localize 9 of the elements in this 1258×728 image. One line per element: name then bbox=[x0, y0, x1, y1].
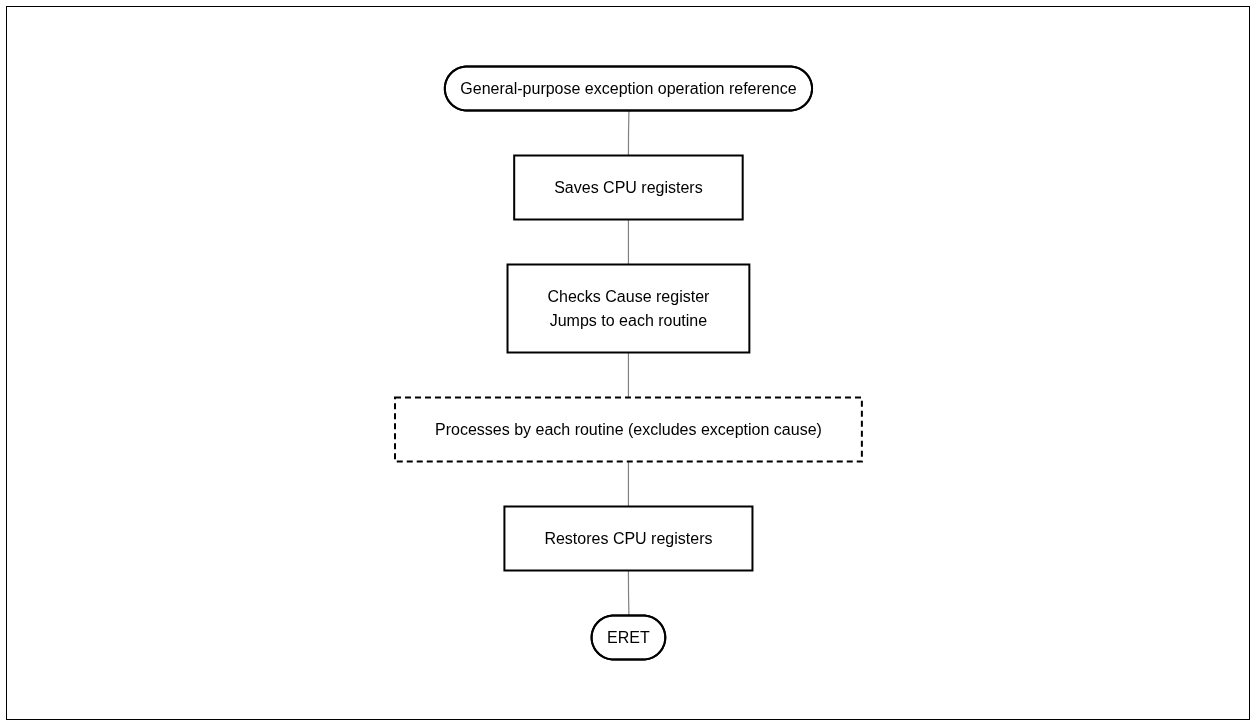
connector bbox=[627, 218, 629, 266]
connector bbox=[627, 351, 629, 399]
connector bbox=[627, 569, 630, 617]
node-box: Processes by each routine (excludes exception cause) bbox=[393, 396, 863, 463]
node-box: Checks Cause register Jumps to each routine bbox=[506, 263, 750, 354]
connector bbox=[627, 110, 630, 157]
connector bbox=[627, 460, 629, 508]
node-box: Saves CPU registers bbox=[512, 154, 744, 221]
node-box: Restores CPU registers bbox=[503, 505, 753, 572]
